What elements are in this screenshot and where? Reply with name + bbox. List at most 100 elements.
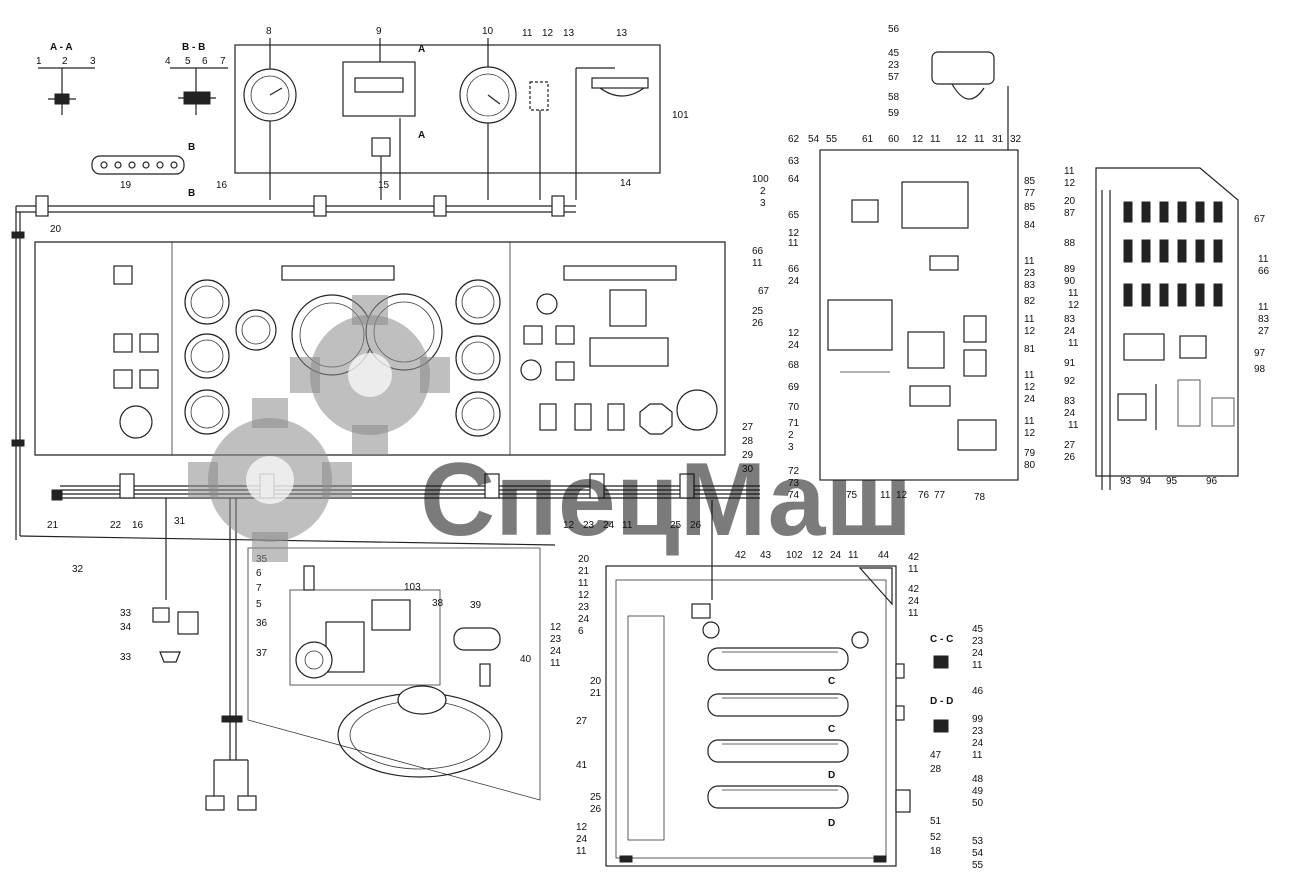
callout-45-tr: 45 <box>888 48 900 59</box>
callout-27: 27 <box>742 422 754 433</box>
callout-30: 30 <box>742 464 754 475</box>
callout-13: 13 <box>563 28 575 39</box>
callout-60: 60 <box>888 134 900 145</box>
callout-10: 10 <box>482 26 494 37</box>
callout-83-fr: 83 <box>1064 314 1076 325</box>
callout-11-fr3: 11 <box>1068 338 1079 349</box>
callout-74: 74 <box>788 490 800 501</box>
callout-24-bt2: 24 <box>578 614 590 625</box>
section-arrow-b-bottom: B <box>188 188 195 199</box>
gear-logo-icon <box>188 295 450 562</box>
callout-25-tr: 25 <box>752 306 764 317</box>
callout-26-dash: 26 <box>690 520 702 531</box>
callout-2-tr2: 2 <box>788 430 794 441</box>
callout-78: 78 <box>974 492 986 503</box>
callout-11-bt: 11 <box>848 550 859 561</box>
callout-59: 59 <box>888 108 900 119</box>
callout-45-bt: 45 <box>972 624 984 635</box>
terminal-strip-4 <box>707 785 849 809</box>
callout-39: 39 <box>470 600 482 611</box>
callout-85b: 85 <box>1024 202 1036 213</box>
callout-24-tr3: 24 <box>1024 394 1036 405</box>
callout-27-bt: 27 <box>576 716 588 727</box>
callout-7-steer: 7 <box>256 583 262 594</box>
callout-11-bt6: 11 <box>908 608 919 619</box>
callout-47: 47 <box>930 750 942 761</box>
callout-24-bt: 24 <box>830 550 842 561</box>
callout-12: 12 <box>542 28 554 39</box>
callout-100: 100 <box>752 174 769 185</box>
section-b-b: B - B 4 5 6 7 <box>165 42 228 115</box>
callout-4: 4 <box>165 56 171 67</box>
callout-65: 65 <box>788 210 800 221</box>
callout-73: 73 <box>788 478 800 489</box>
callout-14: 14 <box>620 178 632 189</box>
callout-48: 48 <box>972 774 984 785</box>
callout-20-bt2: 20 <box>590 676 602 687</box>
section-a-a: A - A 1 2 3 <box>36 42 96 115</box>
callout-11-tr2: 11 <box>974 134 985 145</box>
callout-52: 52 <box>930 832 942 843</box>
callout-12-fr2: 12 <box>1068 300 1080 311</box>
callout-17: 19 <box>120 180 132 191</box>
callout-67: 67 <box>1254 214 1266 225</box>
callout-18-bt: 18 <box>930 846 942 857</box>
callout-19: 21 <box>47 520 59 531</box>
callout-11-bt7: 11 <box>972 660 983 671</box>
callout-23-bt3: 23 <box>972 636 984 647</box>
callout-95: 95 <box>1166 476 1178 487</box>
callout-11-fr5: 11 <box>1258 254 1269 265</box>
section-arrow-c-1: C <box>828 676 835 687</box>
callout-68: 68 <box>788 360 800 371</box>
callout-12-tr4: 12 <box>788 328 800 339</box>
callout-101: 101 <box>672 110 689 121</box>
callout-89: 89 <box>1064 264 1076 275</box>
callout-25-bt: 25 <box>590 792 602 803</box>
callout-11-fr4: 11 <box>1068 420 1079 431</box>
steering-detail: 35 6 7 5 36 37 103 38 39 40 <box>247 547 541 801</box>
callout-81: 81 <box>1024 344 1036 355</box>
callout-98: 98 <box>1254 364 1266 375</box>
fuse-row-1 <box>1123 201 1223 223</box>
callout-6: 6 <box>202 56 208 67</box>
callout-55-tr: 55 <box>826 134 838 145</box>
callout-26-tr: 26 <box>752 318 764 329</box>
callout-11-tr5: 11 <box>880 490 891 501</box>
callout-91: 91 <box>1064 358 1076 369</box>
callout-11-tr3: 11 <box>788 238 799 249</box>
section-arrow-d-1: D <box>828 770 835 781</box>
callout-3-tr2: 3 <box>788 442 794 453</box>
callout-12-tr5: 12 <box>896 490 908 501</box>
callout-12-bt: 12 <box>812 550 824 561</box>
callout-23-bt4: 23 <box>972 726 984 737</box>
callout-24-bt7: 24 <box>972 738 984 749</box>
callout-21-bt2: 21 <box>590 688 602 699</box>
callout-71: 71 <box>788 418 800 429</box>
callout-26-fr: 26 <box>1064 452 1076 463</box>
callout-23-bt: 23 <box>578 602 590 613</box>
callout-27-fr: 27 <box>1064 440 1076 451</box>
callout-54-tr: 54 <box>808 134 820 145</box>
callout-11-dash: 11 <box>622 520 633 531</box>
callout-12-bt3: 12 <box>550 622 562 633</box>
section-label-a-a: A - A <box>50 42 73 53</box>
callout-44: 44 <box>878 550 890 561</box>
callout-3: 3 <box>90 56 96 67</box>
callout-16b: 32 <box>72 564 84 575</box>
callout-83-fr2: 83 <box>1064 396 1076 407</box>
callout-12-dash: 12 <box>563 520 575 531</box>
callout-57: 57 <box>888 72 900 83</box>
callout-29: 29 <box>742 450 754 461</box>
callout-7: 7 <box>220 56 226 67</box>
callout-24-tr: 24 <box>788 276 800 287</box>
callout-11-bt3: 11 <box>550 658 561 669</box>
callout-93: 93 <box>1120 476 1132 487</box>
watermark: СпецМаш <box>188 295 912 562</box>
callout-5: 5 <box>185 56 191 67</box>
callout-12-tr3: 12 <box>788 228 800 239</box>
relay-panel: 62 54 55 61 60 12 11 12 11 31 32 56 45 2… <box>752 24 1036 503</box>
terminal-strip-3 <box>707 739 849 763</box>
callout-50: 50 <box>972 798 984 809</box>
callout-12-bt4: 12 <box>576 822 588 833</box>
callout-11-bt8: 11 <box>972 750 983 761</box>
